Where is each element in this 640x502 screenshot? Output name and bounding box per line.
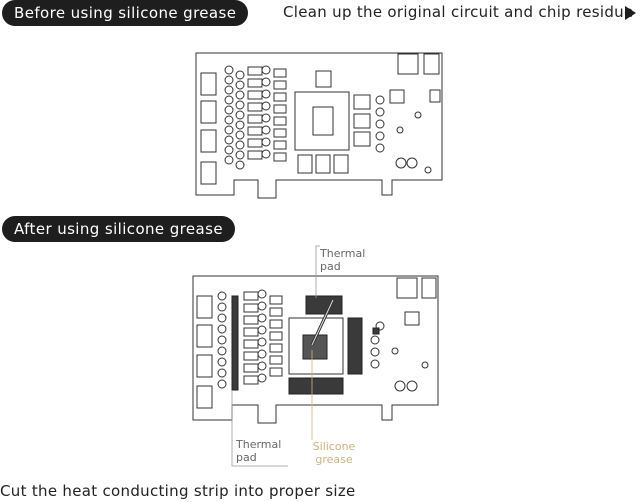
- thermal-pad-label-top: Thermal pad: [320, 247, 376, 273]
- clean-up-caption: Clean up the original circuit and chip r…: [283, 3, 634, 21]
- cut-strip-caption: Cut the heat conducting strip into prope…: [0, 482, 356, 500]
- silicone-grease-line1: Silicone: [312, 440, 356, 453]
- play-arrow-icon: [625, 6, 636, 20]
- thermal-pad-top-line2: pad: [320, 260, 341, 273]
- before-heading: Before using silicone grease: [2, 0, 249, 26]
- silicone-grease-line2: grease: [315, 453, 353, 466]
- thermal-pad-label-bottom: Thermal pad: [236, 438, 286, 464]
- thermal-pad-top-line1: Thermal: [320, 247, 366, 260]
- silicone-grease-label: Silicone grease: [310, 440, 358, 466]
- thermal-pad-bottom-line1: Thermal: [236, 438, 282, 451]
- thermal-pad-bottom-line2: pad: [236, 451, 257, 464]
- after-heading: After using silicone grease: [2, 216, 235, 242]
